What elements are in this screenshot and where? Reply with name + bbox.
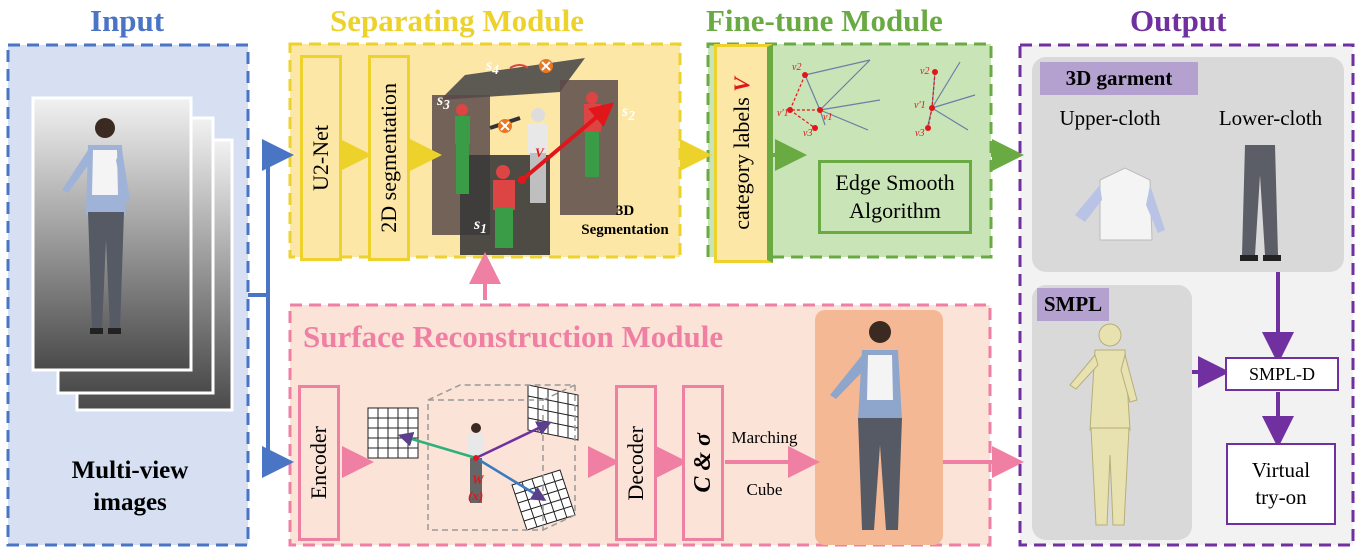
reconstructed-person <box>830 321 902 530</box>
projection-purple <box>475 421 552 460</box>
tryon-box: Virtual try-on <box>1226 443 1336 525</box>
v2-label-right: v2 <box>920 66 930 77</box>
seg2d-box: 2D segmentation <box>368 55 410 261</box>
caption-line-1: Multi-view <box>71 457 189 484</box>
wx-label: (x) <box>468 488 484 503</box>
s1-sub: 1 <box>480 221 487 237</box>
v3-label-right: v3 <box>915 128 925 139</box>
edge-smooth-illustration <box>787 59 976 131</box>
input-caption: Multi-view images <box>30 455 230 519</box>
person-figure-input <box>62 118 130 334</box>
output-title: Output <box>1130 3 1227 38</box>
smpld-box: SMPL-D <box>1225 357 1339 391</box>
s3-letter: s <box>437 92 444 109</box>
upper-cloth-label: Upper-cloth <box>1059 106 1161 130</box>
lower-cloth-model <box>1240 145 1281 261</box>
lower-cloth-label: Lower-cloth <box>1218 106 1323 130</box>
label-s1: s1 <box>474 216 487 237</box>
cube-label: Cube <box>746 480 783 499</box>
category-labels-text: category labels V <box>729 77 755 230</box>
edge-line-1: Edge Smooth <box>835 170 955 195</box>
encoder-label: Encoder <box>306 426 331 500</box>
smpl-title: SMPL <box>1037 288 1109 321</box>
dashed-cube <box>427 384 576 531</box>
multi-view-image-stack <box>31 96 234 412</box>
seg2d-label: 2D segmentation <box>376 83 401 233</box>
small-person-sampled <box>468 423 484 503</box>
seg3d-line-2: Segmentation <box>581 222 669 238</box>
upper-cloth-model <box>1075 167 1165 241</box>
arrow-input-to-u2net <box>248 139 294 297</box>
seg3d-line-1: 3D <box>615 203 635 219</box>
surface-title: Surface Reconstruction Module <box>303 319 724 354</box>
w-label: W <box>472 472 484 487</box>
c-sigma-label: C & σ <box>689 433 716 493</box>
v1p-label-left: v'1 <box>777 108 789 119</box>
feature-grid-1 <box>367 407 419 459</box>
seg-figure-s3 <box>455 104 470 194</box>
s4-letter: s <box>486 57 493 74</box>
label-v-ray: V <box>535 145 544 160</box>
c-sigma-box: C & σ <box>682 385 724 541</box>
seg-figure-s2 <box>584 92 601 177</box>
v3-label-left: v3 <box>803 128 813 139</box>
u2net-box: U2-Net <box>300 55 342 261</box>
s1-letter: s <box>474 216 481 233</box>
arrow-input-to-encoder <box>262 295 294 478</box>
projection-blue <box>475 456 547 501</box>
s2-letter: s <box>622 103 629 120</box>
tryon-line-1: Virtual <box>1251 458 1311 482</box>
edge-line-2: Algorithm <box>849 198 941 223</box>
v2-label-left: v2 <box>792 62 802 73</box>
label-s3: s3 <box>437 92 450 113</box>
finetune-title: Fine-tune Module <box>706 3 943 38</box>
decoder-box: Decoder <box>615 385 657 541</box>
input-title: Input <box>90 3 165 38</box>
decoder-label: Decoder <box>623 425 648 501</box>
seg-figure-s1 <box>493 165 515 248</box>
category-labels-word: category labels <box>729 91 754 230</box>
feature-grid-2 <box>527 384 579 441</box>
v1-label-left: v1 <box>823 112 833 123</box>
tryon-line-2: try-on <box>1255 485 1307 509</box>
edge-smooth-box: Edge Smooth Algorithm <box>818 160 972 234</box>
smpl-body-model <box>1069 323 1138 526</box>
u2net-label: U2-Net <box>308 125 333 191</box>
label-s2: s2 <box>622 103 635 124</box>
x-mark-2 <box>539 59 553 73</box>
s3-sub: 3 <box>443 97 450 113</box>
s2-sub: 2 <box>628 108 635 124</box>
seg3d-label: 3D Segmentation <box>575 202 675 240</box>
category-labels-box: category labels V <box>714 44 773 263</box>
category-var: V <box>729 77 754 92</box>
label-s4: s4 <box>486 57 499 78</box>
garment-title: 3D garment <box>1040 62 1198 95</box>
x-mark-1 <box>498 119 512 133</box>
segmentation-3d-illustration <box>432 58 618 255</box>
s4-sub: 4 <box>492 62 499 78</box>
encoder-box: Encoder <box>298 385 340 541</box>
v1p-label-right: v'1 <box>914 100 926 111</box>
projection-green <box>397 431 477 460</box>
caption-line-2: images <box>93 489 167 516</box>
separating-title: Separating Module <box>330 3 585 38</box>
ray-v <box>520 102 615 182</box>
marching-label: Marching <box>731 428 798 447</box>
